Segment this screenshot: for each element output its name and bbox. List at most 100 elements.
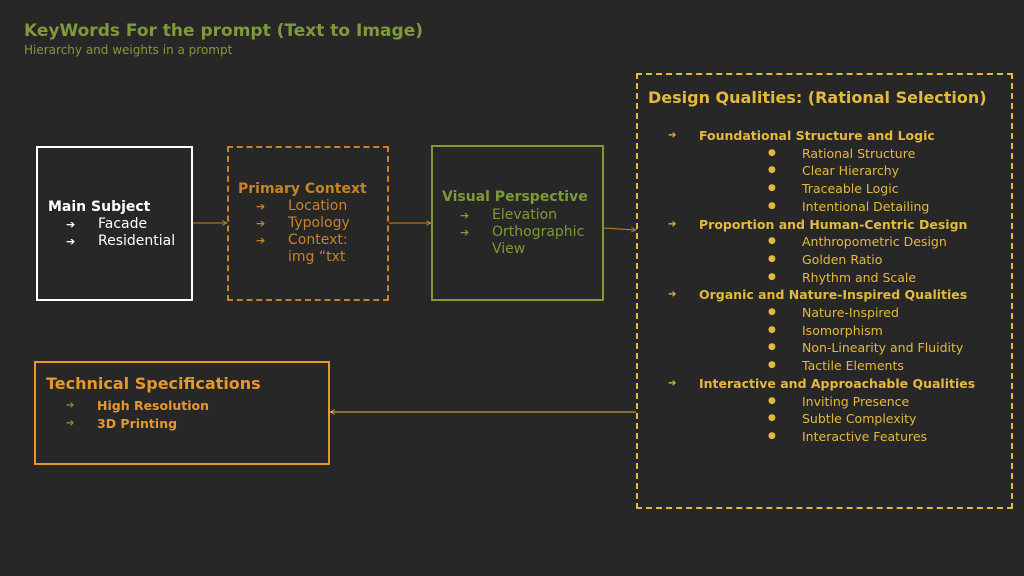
list-item: ● Anthropometric Design — [668, 233, 975, 251]
list-item-label: Elevation — [492, 207, 558, 223]
list-item-label: Rhythm and Scale — [802, 269, 917, 285]
list-item: ●Interactive Features — [668, 428, 975, 446]
bullet-icon: ● — [768, 307, 776, 318]
section-items: ● Rational Structure ● Clear Hierarchy ● Tr… — [668, 145, 975, 216]
page-title: KeyWords For the prompt (Text to Image) — [24, 21, 423, 41]
section-items: ● Inviting Presence ● Subtle Complexity ●I… — [668, 393, 975, 446]
section-items: ● Nature-Inspired ● Isomorphism ●Non-Linea… — [668, 304, 975, 375]
list-item: ➔ Typology — [256, 215, 350, 232]
list-item-label: Tactile Elements — [802, 358, 904, 374]
arrow-icon: ➔ — [668, 377, 677, 389]
arrow-icon: ➔ — [256, 234, 266, 247]
visual-perspective-box: Visual Perspective ➔ Elevation ➔Orthograp… — [431, 145, 604, 301]
bullet-icon: ● — [768, 200, 776, 211]
list-item-label: High Resolution — [97, 398, 210, 413]
bullet-icon: ● — [768, 324, 776, 335]
technical-specifications-box: Technical Specifications ➔High Resolutio… — [34, 361, 330, 465]
list-item-label: Nature-Inspired — [802, 305, 899, 321]
list-item-label: Residential — [98, 233, 176, 249]
section-title: ➔ Interactive and Approachable Qualities — [668, 375, 975, 393]
arrow-icon: ➔ — [256, 217, 266, 230]
list-item-label: Context: — [288, 232, 348, 248]
main-subject-title: Main Subject — [48, 199, 151, 215]
section-title-label: Organic and Nature-Inspired Qualities — [699, 287, 968, 303]
bullet-icon: ● — [768, 165, 776, 176]
list-item-label: Facade — [98, 216, 148, 232]
arrow-icon: ➔ — [66, 400, 75, 411]
bullet-icon: ● — [768, 147, 776, 158]
list-item-label: Intentional Detailing — [802, 198, 930, 214]
list-item-label: Clear Hierarchy — [802, 163, 900, 179]
list-item: ➔ Elevation — [460, 207, 584, 224]
list-item: ● Isomorphism — [668, 322, 975, 340]
section-title: ➔ Organic and Nature-Inspired Qualities — [668, 286, 975, 304]
section-title: ➔ Proportion and Human-Centric Design — [668, 216, 975, 234]
list-item-continuation: img “txt — [256, 249, 350, 266]
design-section: ➔ Foundational Structure and Logic ● Ratio… — [668, 127, 975, 216]
list-item: ➔ Facade — [66, 216, 175, 233]
bullet-icon: ● — [768, 342, 776, 353]
list-item-label: Isomorphism — [802, 322, 883, 338]
list-item: ●Golden Ratio — [668, 251, 975, 269]
section-title-label: Interactive and Approachable Qualities — [699, 375, 976, 391]
arrow-icon: ➔ — [66, 418, 75, 429]
list-item: ➔ Location — [256, 198, 350, 215]
list-item: ● Rational Structure — [668, 145, 975, 163]
design-section: ➔ Organic and Nature-Inspired Qualities ●… — [668, 286, 975, 375]
list-item-label: Typology — [288, 215, 350, 231]
list-item: ● Clear Hierarchy — [668, 162, 975, 180]
list-item: ➔ Context: — [256, 232, 350, 249]
arrow-icon: ➔ — [668, 218, 677, 230]
list-item-label: Subtle Complexity — [802, 411, 917, 427]
page-subtitle: Hierarchy and weights in a prompt — [24, 43, 233, 57]
visual-perspective-title: Visual Perspective — [442, 189, 588, 205]
list-item-label: Location — [288, 198, 348, 214]
arrow-icon: ➔ — [256, 200, 266, 213]
primary-context-title: Primary Context — [238, 181, 367, 197]
section-title: ➔ Foundational Structure and Logic — [668, 127, 975, 145]
visual-perspective-list: ➔ Elevation ➔Orthographic View — [460, 207, 584, 258]
list-item-label: Rational Structure — [802, 145, 916, 161]
list-item-label: Golden Ratio — [802, 251, 883, 267]
design-qualities-sections: ➔ Foundational Structure and Logic ● Ratio… — [668, 127, 975, 446]
arrow-icon: ➔ — [668, 289, 677, 301]
list-item-continuation: View — [460, 241, 584, 258]
main-subject-list: ➔ Facade ➔ Residential — [66, 216, 175, 250]
primary-context-box: Primary Context ➔ Location ➔ Typology ➔ Con… — [227, 146, 389, 301]
list-item: ➔ High Resolution — [66, 397, 209, 415]
list-item: ●Tactile Elements — [668, 357, 975, 375]
list-item-label: Orthographic — [492, 224, 585, 240]
arrow-icon: ➔ — [668, 130, 677, 141]
list-item: ➔3D Printing — [66, 415, 209, 433]
arrow-icon: ➔ — [460, 209, 470, 222]
bullet-icon: ● — [768, 430, 776, 441]
list-item: ●Non-Linearity and Fluidity — [668, 339, 975, 357]
section-title-label: Proportion and Human-Centric Design — [699, 216, 968, 232]
list-item: ● Rhythm and Scale — [668, 269, 975, 287]
bullet-icon: ● — [768, 236, 776, 247]
list-item: ● Subtle Complexity — [668, 410, 975, 428]
list-item-label: View — [492, 241, 526, 257]
bullet-icon: ● — [768, 413, 776, 424]
arrow-icon: ➔ — [66, 235, 76, 248]
section-items: ● Anthropometric Design ●Golden Ratio ● Rh… — [668, 233, 975, 286]
list-item-label: Inviting Presence — [802, 393, 910, 409]
list-item-label: Traceable Logic — [802, 181, 899, 197]
list-item: ● Intentional Detailing — [668, 198, 975, 216]
arrow-icon: ➔ — [66, 218, 76, 231]
design-section: ➔ Proportion and Human-Centric Design ● An… — [668, 216, 975, 287]
bullet-icon: ● — [768, 271, 776, 282]
bullet-icon: ● — [768, 395, 776, 406]
list-item: ➔Orthographic — [460, 224, 584, 241]
connector-visual-to-design — [603, 228, 636, 230]
design-section: ➔Interactive and Approachable Qualities … — [668, 375, 975, 446]
list-item: ● Inviting Presence — [668, 393, 975, 411]
main-subject-box: Main Subject ➔ Facade ➔ Residential — [36, 146, 193, 301]
list-item: ➔ Residential — [66, 233, 175, 250]
design-qualities-title: Design Qualities: (Rational Selection) — [648, 88, 987, 107]
list-item-label: Anthropometric Design — [802, 234, 947, 250]
primary-context-list: ➔ Location ➔ Typology ➔ Context: img “txt — [256, 198, 350, 266]
list-item-label: img “txt — [288, 249, 346, 265]
section-title-label: Foundational Structure and Logic — [699, 128, 935, 143]
